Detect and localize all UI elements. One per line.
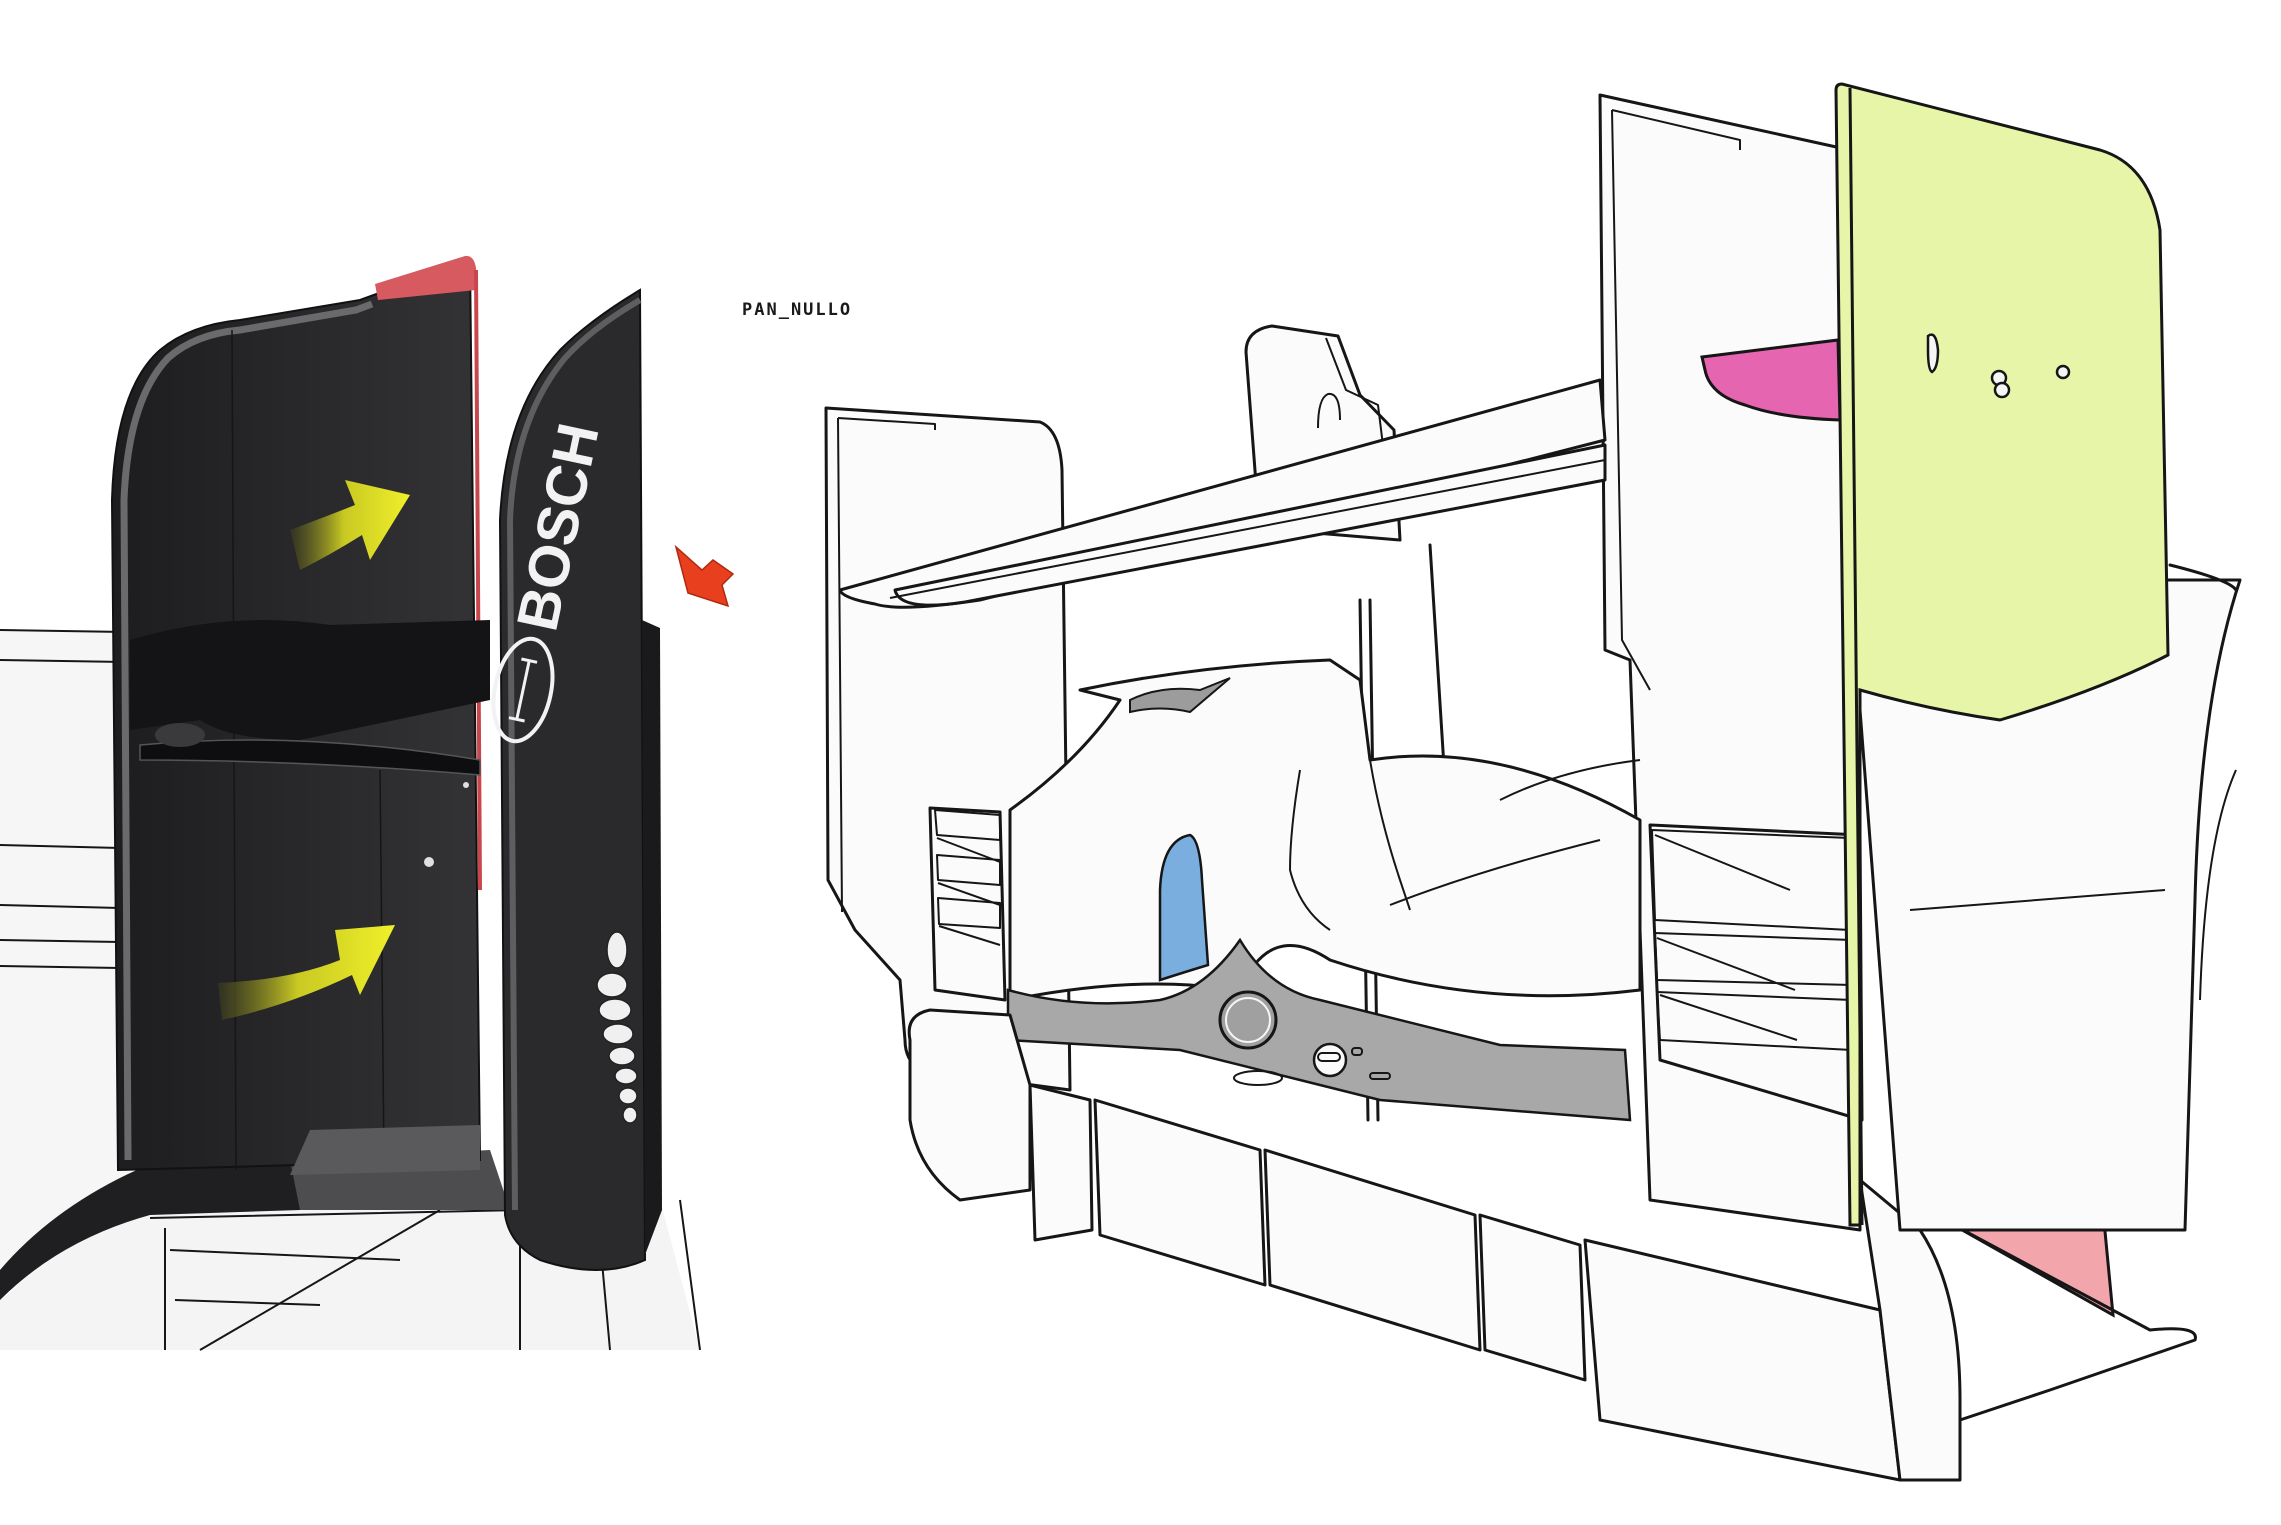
right-louvres bbox=[1648, 823, 1864, 1122]
rear-bodywork bbox=[1008, 658, 1642, 1002]
diffuser-band bbox=[1006, 937, 1632, 1122]
endplate-foot bbox=[290, 1125, 480, 1175]
endplate-accent-edge bbox=[474, 269, 482, 891]
diffuser-strakes bbox=[907, 1008, 1902, 1482]
endplate-right-side bbox=[642, 620, 662, 1255]
upper-grey-fin bbox=[1129, 677, 1231, 714]
side-inlet-blue bbox=[1158, 833, 1210, 982]
wing-tip-magenta bbox=[1700, 338, 1842, 422]
endplate-left-rim bbox=[120, 300, 374, 1161]
right-drawing bbox=[824, 82, 2242, 1482]
bolt-icon bbox=[463, 782, 469, 788]
right-outer-body bbox=[1848, 578, 2242, 1232]
hole-slot-icon bbox=[1926, 333, 1940, 374]
flow-arrow-upper-icon bbox=[290, 480, 410, 570]
wing-slot bbox=[130, 620, 490, 740]
hole-icon bbox=[1993, 381, 2011, 399]
lower-wing-element bbox=[139, 739, 481, 776]
left-louvres bbox=[928, 806, 1007, 1002]
endplate-right bbox=[498, 288, 647, 1271]
rain-light-icon bbox=[1218, 990, 1278, 1050]
flow-arrow-lower-icon bbox=[218, 925, 395, 1020]
endplate-accent-strip bbox=[375, 255, 476, 300]
bolt-icon bbox=[424, 857, 434, 867]
floor-shadow bbox=[0, 1150, 340, 1300]
figure-label: PAN_NULLO bbox=[742, 300, 853, 320]
hole-icon bbox=[2055, 364, 2071, 380]
right-endplate-lower bbox=[1858, 1178, 1962, 1482]
wing-pivot bbox=[155, 723, 205, 747]
left-render: BOSCH bbox=[0, 255, 735, 1351]
pointer-arrow-icon bbox=[674, 544, 735, 608]
endplate-panel-green bbox=[1834, 82, 2170, 1227]
endplate-holes bbox=[1926, 333, 2071, 399]
michelin-logo-icon bbox=[596, 931, 638, 1124]
endplate-right-rim bbox=[506, 297, 642, 1211]
